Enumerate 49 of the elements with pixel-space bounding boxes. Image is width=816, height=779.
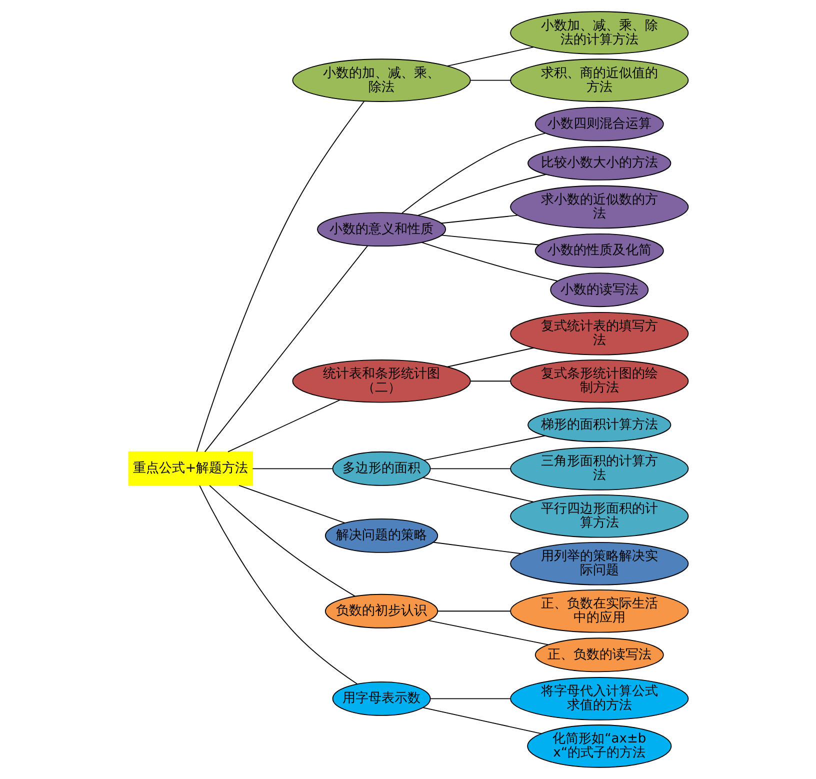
node-ellipse: 正、负数在实际生活中的应用	[510, 589, 688, 633]
node-ellipse: 正、负数的读写法	[534, 638, 664, 672]
node-ellipse: 求小数的近似数的方法	[510, 185, 688, 229]
node-ellipse: 小数加、减、乘、除法的计算方法	[510, 11, 688, 54]
node-ellipse: 比较小数大小的方法	[527, 146, 671, 180]
connector	[440, 214, 518, 224]
connector	[208, 484, 355, 597]
connector	[422, 707, 542, 734]
node-ellipse: 复式统计表的填写方法	[510, 312, 688, 356]
node-ellipse: 负数的初步认识	[324, 594, 438, 628]
connector	[470, 80, 510, 81]
connector	[432, 542, 522, 554]
node-ellipse: 多边形的面积	[332, 451, 430, 486]
node-ellipse: 复式条形统计图的绘制方法	[510, 359, 688, 403]
node-ellipse: 梯形的面积计算方法	[527, 408, 671, 442]
connector	[252, 468, 333, 470]
node-ellipse: 小数的性质及化简	[534, 234, 664, 268]
connector	[470, 380, 510, 382]
node-ellipse: 小数的读写法	[550, 272, 648, 308]
node-ellipse: 三角形面积的计算方法	[510, 447, 688, 490]
connector	[238, 485, 345, 524]
node-ellipse: 求积、商的近似值的方法	[510, 58, 688, 102]
connector	[446, 46, 534, 67]
connector	[429, 468, 510, 470]
connector	[196, 100, 364, 452]
connector	[440, 234, 540, 246]
node-ellipse: 将字母代入计算公式求值的方法	[510, 677, 688, 720]
node-ellipse: 平行四边形面积的计算方法	[510, 494, 688, 538]
node-ellipse: 小数四则混合运算	[534, 106, 664, 142]
connector	[198, 485, 358, 684]
node-ellipse: 解决问题的策略	[324, 518, 438, 553]
connector	[446, 347, 534, 368]
connector	[436, 610, 510, 612]
connector	[417, 174, 546, 216]
node-ellipse: 小数的加、减、乘、除法	[292, 58, 470, 102]
connector	[427, 620, 548, 646]
node-box: 重点公式+解题方法	[128, 451, 253, 486]
node-ellipse: 统计表和条形统计图（二）	[292, 359, 470, 403]
connector	[420, 242, 558, 282]
node-ellipse: 用字母表示数	[332, 681, 430, 716]
connector	[401, 132, 546, 214]
connector	[422, 435, 545, 461]
node-ellipse: 化简形如“ax±bx“的式子的方法	[526, 724, 672, 768]
node-ellipse: 用列举的策略解决实际问题	[510, 542, 688, 586]
connector	[429, 698, 510, 700]
connector	[422, 477, 534, 502]
connector	[204, 245, 368, 452]
connector	[227, 399, 340, 452]
node-ellipse: 小数的意义和性质	[316, 212, 446, 247]
